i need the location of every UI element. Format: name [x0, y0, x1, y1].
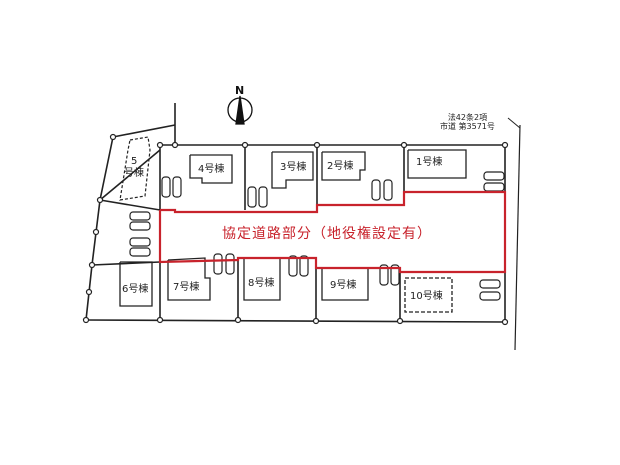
boundary-markers [82, 133, 509, 326]
road-label: 協定道路部分（地役権設定有） [222, 226, 432, 242]
law-note-line2: 市道 第3571号 [440, 122, 495, 131]
east-road-edge [514, 124, 521, 351]
lot-2-label: 2号棟 [327, 161, 354, 172]
law-note-line1: 法42条2項 [447, 113, 488, 122]
lot-10-label: 10号棟 [410, 291, 443, 302]
lot-1-label: 1号棟 [416, 157, 443, 168]
road-outline [158, 190, 507, 274]
lot-9-label: 9号棟 [330, 280, 357, 291]
north-arrow-icon [227, 95, 253, 125]
lot-5-label-suffix: 号棟 [124, 168, 144, 179]
lot-5-label-num: 5 [131, 156, 138, 167]
boundary-bottom [85, 319, 506, 323]
lot-3-label: 3号棟 [280, 162, 307, 173]
lot-7-label: 7号棟 [173, 282, 200, 293]
lot-8-label: 8号棟 [248, 278, 275, 289]
lot-4-label: 4号棟 [198, 164, 225, 175]
lot-6-label: 6号棟 [122, 284, 149, 295]
parking-spaces [129, 171, 505, 301]
north-label: N [235, 84, 245, 97]
law-note: 法42条2項 市道 第3571号 [440, 113, 495, 131]
